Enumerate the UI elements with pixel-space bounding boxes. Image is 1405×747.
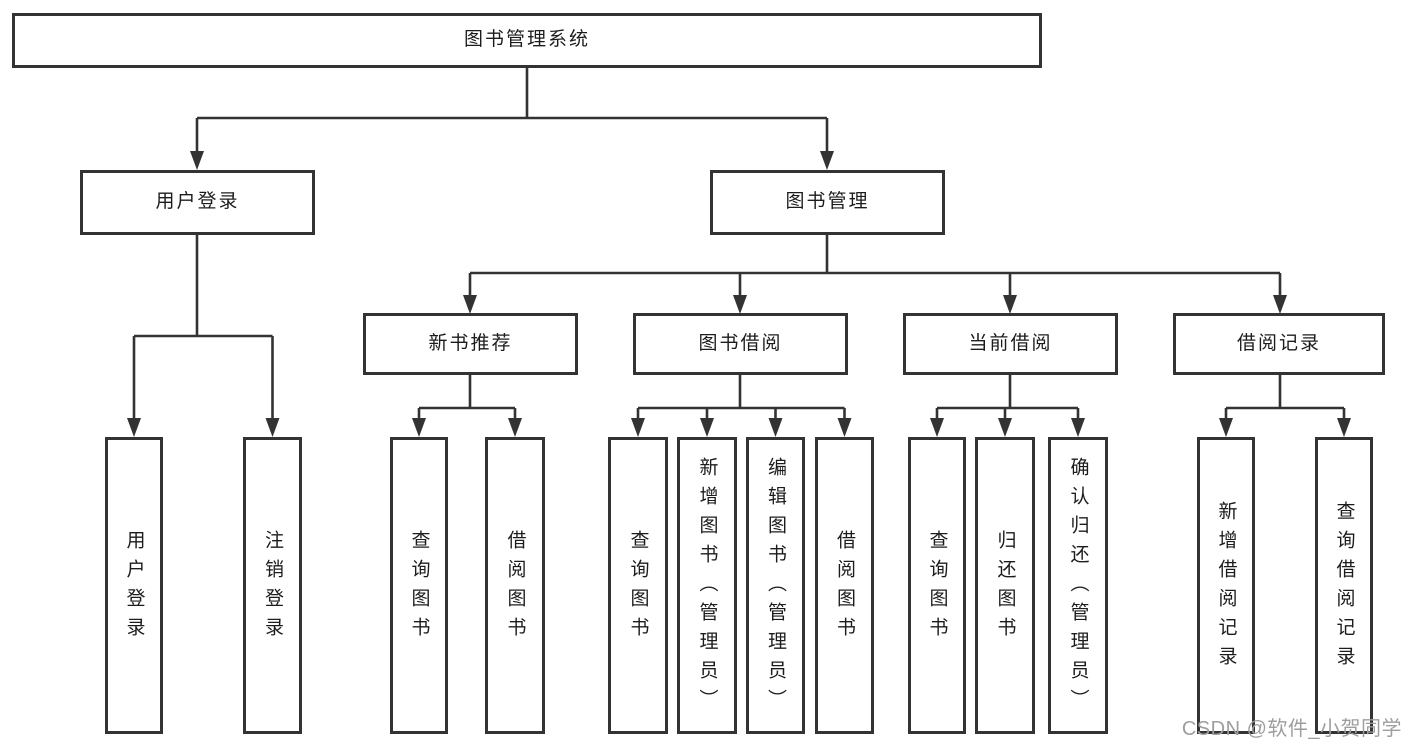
arrowhead-bb-query [631,418,645,437]
arrowhead-cb-return [998,418,1012,437]
connector-borrow-records-branch [1224,375,1346,419]
leaf-records-add-record: 新增借阅记录 [1197,437,1255,734]
arrowhead-book-borrow [733,295,747,314]
arrowhead-cb-confirm [1071,418,1085,437]
leaf-borrow-borrow-books: 借阅图书 [815,437,874,734]
node-user-login: 用户登录 [80,170,315,235]
node-book-borrow-label: 图书借阅 [698,332,783,354]
arrowhead-nb-query [412,418,426,437]
connector-book-borrow-branch [636,375,846,419]
arrowhead-br-add [1219,418,1233,437]
node-book-management: 图书管理 [710,170,945,235]
leaf-records-query-record: 查询借阅记录 [1315,437,1373,734]
arrowhead-bb-edit [768,418,783,437]
connector-root-trunk [195,68,829,152]
leaf-current-return-books: 归还图书 [975,437,1035,734]
leaf-logout: 注销登录 [243,437,302,734]
arrowhead-new-book [463,295,477,314]
arrowhead-book-management [820,151,834,170]
arrowhead-leaf-login [127,418,141,437]
arrowhead-cb-query [930,418,944,437]
leaf-borrow-edit-books-admin: 编辑图书（管理员） [746,437,805,734]
arrowhead-user-login [190,151,204,170]
leaf-newbook-borrow-books: 借阅图书 [485,437,545,734]
leaf-current-query-books: 查询图书 [908,437,966,734]
leaf-newbook-query-books: 查询图书 [390,437,448,734]
node-new-book-recommend: 新书推荐 [363,313,578,375]
arrowhead-nb-borrow [508,418,522,437]
node-borrow-records: 借阅记录 [1173,313,1385,375]
arrowhead-br-query [1337,418,1351,437]
connector-user-login-branch [132,235,274,419]
node-user-login-label: 用户登录 [155,191,240,213]
node-current-borrow: 当前借阅 [903,313,1118,375]
arrowhead-leaf-logout [265,418,280,437]
arrowhead-bb-borrow [837,418,852,437]
node-book-management-label: 图书管理 [785,191,870,213]
connector-new-book-branch [417,375,517,419]
arrowhead-current-borrow [1003,295,1017,314]
node-root-system: 图书管理系统 [12,13,1042,68]
connector-current-borrow-branch [935,375,1080,419]
arrowhead-bb-add [700,418,714,437]
arrowhead-borrow-records [1273,295,1287,314]
csdn-watermark: CSDN @软件_小贺同学 [1181,718,1402,740]
node-book-borrow: 图书借阅 [633,313,848,375]
leaf-current-confirm-return-admin: 确认归还（管理员） [1048,437,1108,734]
node-borrow-records-label: 借阅记录 [1236,332,1321,354]
node-new-book-recommend-label: 新书推荐 [428,332,513,354]
node-root-label: 图书管理系统 [463,29,590,51]
leaf-user-login: 用户登录 [105,437,163,734]
node-current-borrow-label: 当前借阅 [968,332,1053,354]
connector-book-management-branch [468,235,1282,296]
leaf-borrow-query-books: 查询图书 [608,437,668,734]
leaf-borrow-add-books-admin: 新增图书（管理员） [677,437,737,734]
